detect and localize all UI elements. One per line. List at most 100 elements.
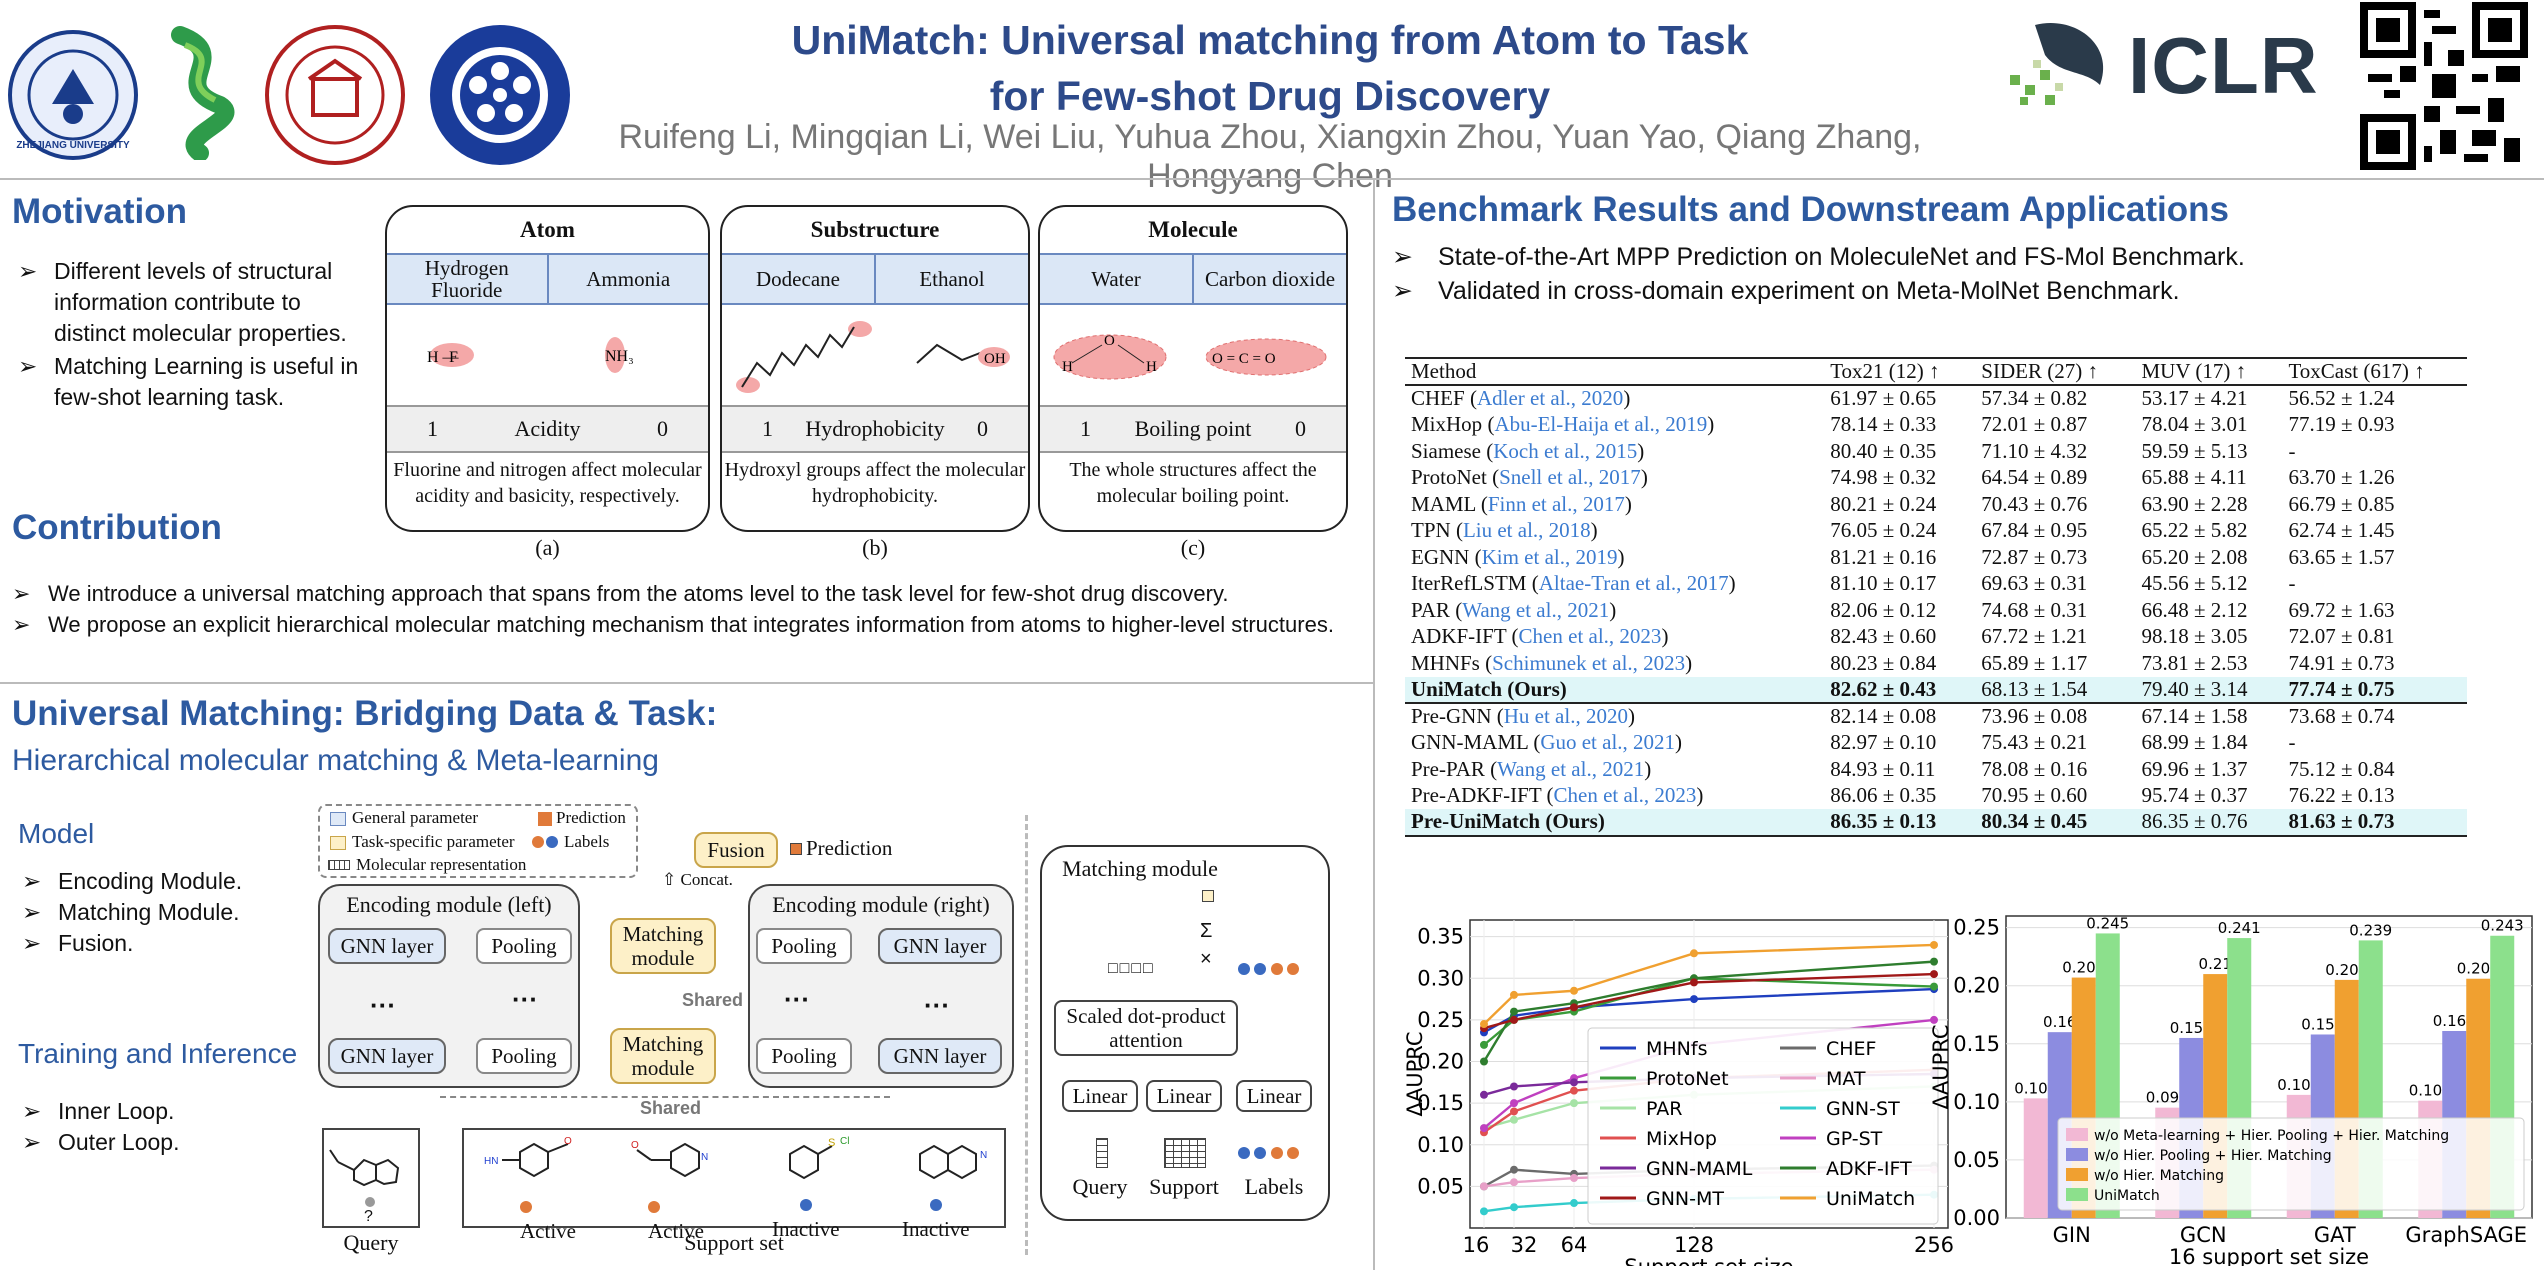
y-tick-label: 0.20 <box>1417 1050 1464 1074</box>
method-name: MAML <box>1411 491 1476 516</box>
value-cell: 65.20 ± 2.08 <box>2141 544 2248 569</box>
value-cell: - <box>2288 730 2296 755</box>
legend-swatch <box>2066 1128 2088 1141</box>
method-name: MHNFs <box>1411 650 1480 675</box>
data-point <box>1570 1078 1578 1087</box>
data-point <box>1930 940 1938 949</box>
svg-text:O: O <box>1104 333 1115 349</box>
svg-text:H —: H — <box>427 349 460 366</box>
motivation-bullet: Matching Learning is useful in few-shot … <box>18 351 378 413</box>
data-point <box>1690 949 1698 958</box>
card-label: (c) <box>1180 535 1206 560</box>
section-divider <box>0 682 1373 684</box>
citation-link[interactable]: Chen et al., 2023 <box>1518 624 1662 649</box>
x-tick-label: GAT <box>2314 1223 2356 1247</box>
value-cell: 73.81 ± 2.53 <box>2141 650 2248 675</box>
mm-labels-label: Labels <box>1244 1174 1304 1199</box>
citation-link[interactable]: Schimunek et al., 2023 <box>1492 650 1686 675</box>
citation-link[interactable]: Finn et al., 2017 <box>1487 491 1625 516</box>
bar-data-label: 0.101 <box>2409 1082 2452 1100</box>
citation-link[interactable]: Liu et al., 2018 <box>1462 518 1591 543</box>
universal-title: Universal Matching: Bridging Data & Task… <box>12 694 718 733</box>
x-tick-label: GCN <box>2180 1223 2227 1247</box>
legend-box <box>1587 1027 1939 1225</box>
legend-entry: MAT <box>1826 1068 1866 1090</box>
title-line-2: for Few-shot Drug Discovery <box>989 73 1551 119</box>
svg-text:H: H <box>1146 359 1157 375</box>
value-cell: 63.65 ± 1.57 <box>2288 544 2395 569</box>
method-name: MixHop <box>1411 412 1483 437</box>
data-point <box>1690 995 1698 1004</box>
citation-link[interactable]: Altae-Tran et al., 2017 <box>1538 571 1729 596</box>
matching-module-detail <box>1040 845 1330 1221</box>
y-tick-label: 0.25 <box>1417 1008 1464 1032</box>
table-row: Pre-ADKF-IFT (Chen et al., 2023)86.06 ± … <box>1405 783 2467 810</box>
citation-link[interactable]: Hu et al., 2020 <box>1503 704 1628 729</box>
bar-data-label: 0.245 <box>2086 914 2129 932</box>
bar <box>2023 1098 2048 1218</box>
bar-data-label: 0.16 <box>2043 1013 2076 1031</box>
method-cell: Pre-GNN (Hu et al., 2020) <box>1405 702 1825 730</box>
legend-entry: MHNfs <box>1646 1038 1707 1060</box>
active-label-2: Active <box>648 1194 704 1244</box>
citation-link[interactable]: Wang et al., 2021 <box>1497 756 1645 781</box>
method-name: ADKF-IFT <box>1411 624 1507 649</box>
inactive-dot-icon <box>929 1199 942 1211</box>
legend-entry: ADKF-IFT <box>1826 1158 1912 1180</box>
mm-query-label: Query <box>1072 1174 1128 1199</box>
data-point <box>1570 1086 1578 1095</box>
sum-symbol: Σ <box>1200 920 1213 942</box>
data-point <box>1570 1199 1578 1208</box>
x-tick-label: 128 <box>1674 1233 1714 1257</box>
y-tick-label: 0.10 <box>1953 1090 2000 1114</box>
citation-link[interactable]: Guo et al., 2021 <box>1540 730 1676 755</box>
value-cell: 70.95 ± 0.60 <box>1981 783 2088 808</box>
data-point <box>1480 1057 1488 1066</box>
universal-subtitle: Hierarchical molecular matching & Meta-l… <box>12 744 659 777</box>
value-cell: 80.40 ± 0.35 <box>1830 438 1937 463</box>
legend-entry: GNN-MT <box>1646 1188 1724 1210</box>
gnn-layer-right-top: GNN layer <box>878 928 1002 964</box>
legend-entry: ProtoNet <box>1646 1068 1729 1090</box>
legend-entry: CHEF <box>1826 1038 1877 1060</box>
legend-entry: UniMatch <box>1826 1188 1915 1210</box>
method-name: Pre-PAR <box>1411 756 1485 781</box>
mm-support-label: Support <box>1149 1174 1219 1199</box>
support-rep-icon <box>1164 1138 1206 1168</box>
method-cell: Pre-ADKF-IFT (Chen et al., 2023) <box>1411 783 1704 808</box>
citation-link[interactable]: Koch et al., 2015 <box>1493 438 1638 463</box>
legend-entry: GNN-ST <box>1826 1098 1900 1120</box>
query-box: ? <box>322 1128 420 1228</box>
x-tick-label: GraphSAGE <box>2405 1223 2527 1247</box>
citation-link[interactable]: Wang et al., 2021 <box>1462 597 1610 622</box>
citation-link[interactable]: Chen et al., 2023 <box>1553 783 1697 808</box>
motivation-list: Different levels of structural informati… <box>18 256 378 413</box>
legend-entry: w/o Hier. Matching <box>2094 1168 2224 1184</box>
card-high: 1 <box>427 416 438 441</box>
data-point <box>1930 982 1938 991</box>
citation-link[interactable]: Snell et al., 2017 <box>1499 465 1641 490</box>
training-list: Inner Loop. Outer Loop. <box>22 1096 302 1158</box>
citation-link[interactable]: Kim et al., 2019 <box>1481 544 1618 569</box>
legend-swatch <box>2066 1188 2088 1201</box>
legend-task: Task-specific parameter <box>352 832 515 851</box>
method-cell: Siamese (Koch et al., 2015) <box>1411 438 1645 463</box>
motivation-bullet: Different levels of structural informati… <box>18 256 378 349</box>
card-caption: Fluorine and nitrogen affect molecular a… <box>393 459 702 507</box>
svg-text:OH: OH <box>984 351 1006 367</box>
data-point <box>1510 1178 1518 1187</box>
data-point <box>1480 1207 1488 1216</box>
mm-output-square <box>1202 890 1214 902</box>
citation-link[interactable]: Abu-El-Haija et al., 2019 <box>1494 412 1708 437</box>
value-cell: - <box>2288 438 2296 463</box>
method-cell: Pre-UniMatch (Ours) <box>1405 809 1825 837</box>
citation-link[interactable]: Adler et al., 2020 <box>1476 386 1624 411</box>
x-tick-label: 16 <box>1463 1233 1490 1257</box>
